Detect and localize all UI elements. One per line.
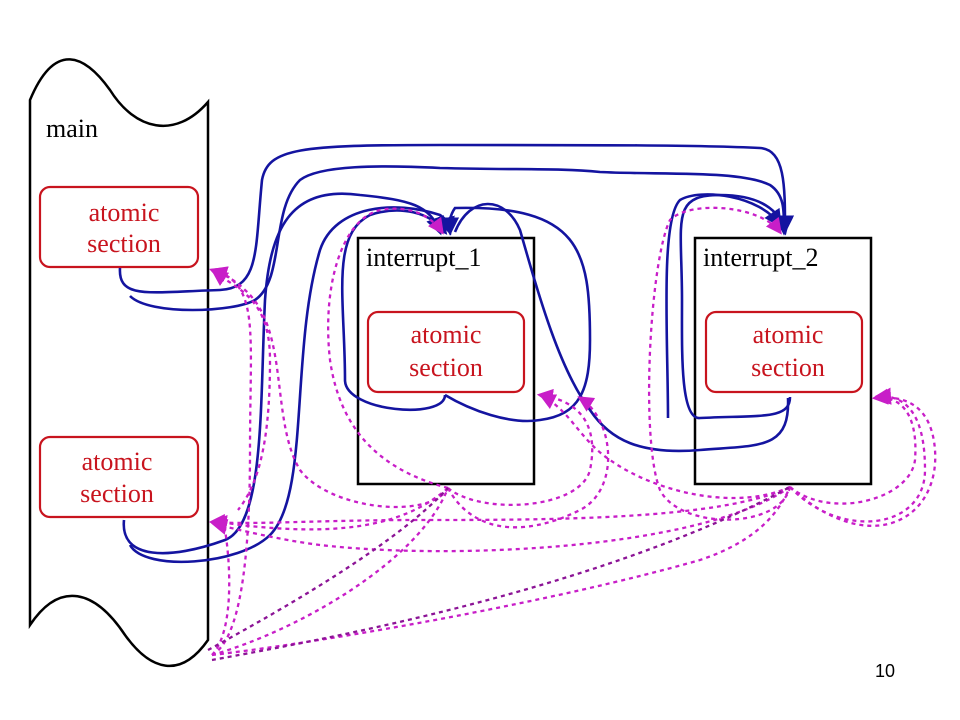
interrupt-2-box bbox=[693, 236, 873, 486]
atomic-label-line1: atomic bbox=[753, 320, 824, 349]
return-arrow bbox=[789, 388, 937, 527]
interrupt-arrow bbox=[340, 209, 448, 412]
return-arrow-dark bbox=[207, 487, 449, 652]
return-arrow bbox=[789, 388, 917, 505]
interrupt-2-label: interrupt_2 bbox=[703, 243, 819, 272]
return-arrow bbox=[327, 207, 449, 490]
atomic-label-line1: atomic bbox=[411, 320, 482, 349]
main-box bbox=[28, 58, 210, 668]
atomic-label-line1: atomic bbox=[82, 447, 153, 476]
return-arrow bbox=[539, 394, 791, 500]
return-arrow bbox=[210, 485, 791, 532]
interrupt-1-label: interrupt_1 bbox=[366, 243, 482, 272]
return-arrow bbox=[208, 267, 450, 509]
interrupt-arrow bbox=[437, 206, 592, 423]
return-arrow bbox=[211, 486, 792, 657]
main-atomic-section-top bbox=[38, 185, 200, 269]
atomic-label-line1: atomic bbox=[89, 198, 160, 227]
return-arrow bbox=[446, 396, 610, 529]
interrupt-arrow bbox=[118, 143, 795, 294]
interrupt-1-atomic-section bbox=[366, 310, 526, 394]
return-arrow bbox=[211, 487, 450, 657]
atomic-label-line2: section bbox=[751, 353, 825, 382]
return-arrow bbox=[648, 206, 792, 521]
interrupt-2-atomic-section bbox=[704, 310, 864, 394]
interrupt-1-box bbox=[356, 236, 536, 486]
interrupt-arrow bbox=[453, 202, 790, 453]
interrupt-arrow bbox=[122, 192, 444, 555]
atomic-label-line2: section bbox=[87, 229, 161, 258]
main-atomic-section-bottom bbox=[38, 435, 200, 519]
atomic-label-line2: section bbox=[409, 353, 483, 382]
page-number: 10 bbox=[875, 661, 895, 681]
return-arrow bbox=[789, 387, 927, 523]
interrupt-arrow bbox=[679, 193, 792, 420]
return-arrow bbox=[211, 529, 231, 656]
return-arrow-dark bbox=[211, 485, 791, 662]
interrupt-arrow bbox=[665, 193, 783, 419]
main-label: main bbox=[46, 114, 98, 143]
return-arrow bbox=[447, 388, 594, 506]
return-arrow bbox=[210, 266, 253, 657]
interrupt-arrow bbox=[129, 165, 794, 312]
atomic-label-line2: section bbox=[80, 479, 154, 508]
